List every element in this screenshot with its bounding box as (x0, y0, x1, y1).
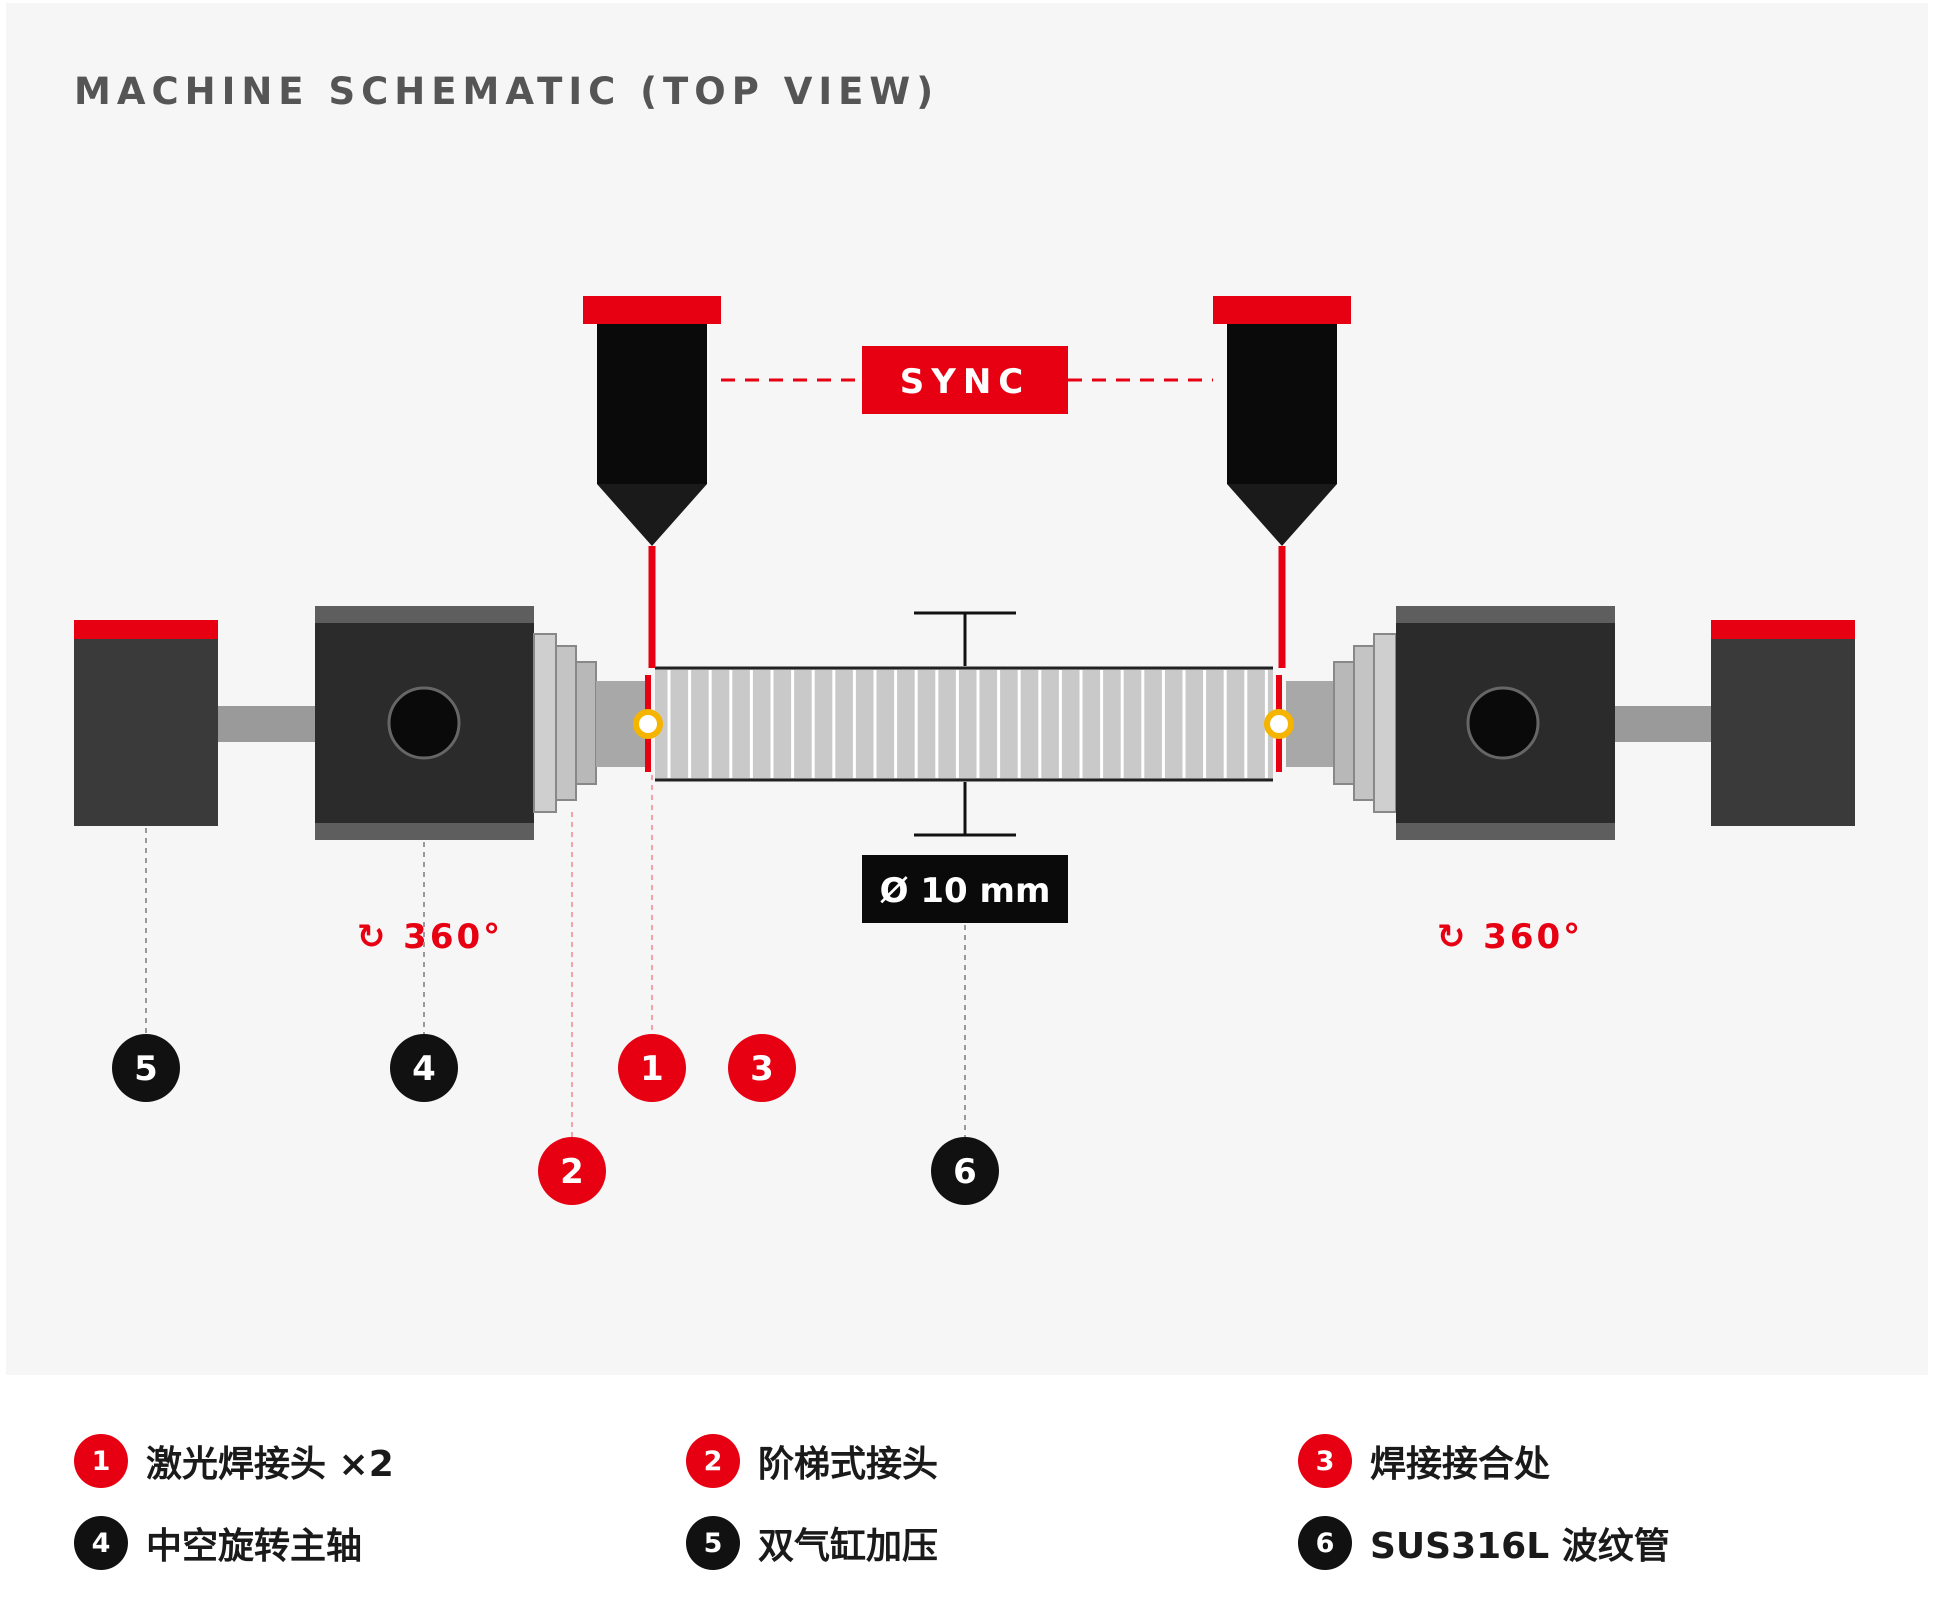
legend-badge: 1 (74, 1434, 128, 1488)
left-weld-joint (633, 675, 663, 772)
right-cylinder-body (1711, 620, 1855, 826)
left-laser-head (583, 296, 721, 668)
right-cylinder-cap (1711, 620, 1855, 639)
legend-badge: 4 (74, 1516, 128, 1570)
sync-badge (862, 346, 1068, 414)
legend-item: 2 阶梯式接头 (686, 1420, 1298, 1502)
schematic-title: MACHINE SCHEMATIC (TOP VIEW) (74, 70, 939, 113)
legend-label: SUS316L 波纹管 (1370, 1526, 1670, 1567)
right-spindle-bore (1466, 686, 1540, 760)
left-cylinder (74, 620, 316, 826)
legend-badge: 6 (1298, 1516, 1352, 1570)
callout-5: 5 (112, 1034, 180, 1102)
diameter-label: Ø 10 mm (880, 871, 1051, 911)
legend-label: 阶梯式接头 (758, 1444, 939, 1485)
left-spindle (315, 606, 534, 840)
right-laser-head (1213, 296, 1351, 668)
legend-label: 双气缸加压 (758, 1526, 939, 1567)
legend: 1 激光焊接头 ×2 2 阶梯式接头 3 焊接接合处 4 中空旋转主轴 5 双气… (74, 1420, 1874, 1590)
left-stepped-adapter (533, 633, 648, 813)
svg-text:2: 2 (560, 1152, 584, 1192)
left-cylinder-rod (218, 706, 316, 742)
right-spindle (1396, 606, 1615, 840)
callout-3: 3 (728, 1034, 796, 1102)
svg-text:6: 6 (953, 1152, 977, 1192)
callout-6: 6 (931, 1137, 999, 1205)
callout-1: 1 (618, 1034, 686, 1102)
legend-item: 4 中空旋转主轴 (74, 1502, 686, 1584)
legend-item: 6 SUS316L 波纹管 (1298, 1502, 1874, 1584)
legend-label: 焊接接合处 (1370, 1444, 1551, 1485)
callout-2: 2 (538, 1137, 606, 1205)
sync-label: SYNC (900, 362, 1031, 402)
legend-item: 3 焊接接合处 (1298, 1420, 1874, 1502)
sync-link: SYNC (721, 346, 1213, 414)
right-weld-joint (1264, 675, 1294, 772)
legend-badge: 2 (686, 1434, 740, 1488)
right-cylinder-rod (1615, 706, 1711, 742)
callout-4: 4 (390, 1034, 458, 1102)
svg-text:1: 1 (640, 1049, 664, 1089)
diameter-label-box (862, 855, 1068, 923)
legend-item: 1 激光焊接头 ×2 (74, 1420, 686, 1502)
legend-badge: 5 (686, 1516, 740, 1570)
diameter-dimension (914, 611, 1016, 837)
left-cylinder-cap (74, 620, 218, 639)
right-cylinder (1615, 620, 1855, 826)
bellows-tube (655, 666, 1273, 782)
legend-label: 中空旋转主轴 (146, 1526, 363, 1567)
svg-text:3: 3 (750, 1049, 774, 1089)
svg-text:5: 5 (134, 1049, 158, 1089)
legend-label: 激光焊接头 ×2 (146, 1444, 394, 1485)
right-rotation-label: ↻ 360° (1437, 917, 1583, 957)
legend-item: 5 双气缸加压 (686, 1502, 1298, 1584)
left-spindle-bore (387, 686, 461, 760)
legend-badge: 3 (1298, 1434, 1352, 1488)
left-rotation-label: ↻ 360° (357, 917, 503, 957)
svg-text:4: 4 (412, 1049, 436, 1089)
leader-lines (145, 775, 966, 1138)
left-cylinder-body (74, 620, 218, 826)
